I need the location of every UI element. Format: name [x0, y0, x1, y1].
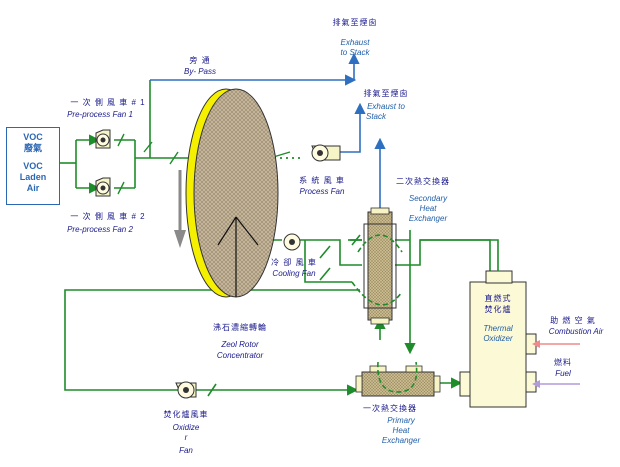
- primary-hx-label-en1: Primary: [387, 416, 415, 425]
- cooling-fan-label-zh: 冷 卻 風 車: [271, 258, 317, 267]
- secondary-hx-label-en3: Exchanger: [408, 214, 448, 223]
- pre-process-fan-1-icon: [95, 129, 111, 149]
- primary-heat-exchanger: [355, 361, 441, 397]
- secondary-hx-label-zh: 二次熱交換器: [396, 177, 450, 186]
- exhaust-mid-label-en2: Stack: [365, 112, 386, 121]
- process-fan-icon: [311, 144, 341, 162]
- combustion-air-label-zh: 助 燃 空 氣: [550, 316, 596, 325]
- process-fan-label-zh: 系 統 風 車: [299, 176, 345, 185]
- voc-line-1: VOC: [23, 132, 43, 142]
- cooling-fan-label-en: Cooling Fan: [272, 269, 316, 278]
- exhaust-top-label-en1: Exhaust: [340, 38, 370, 47]
- oxidizer-fan-icon: [175, 381, 197, 399]
- fan2-label-en: Pre-process Fan 2: [67, 225, 133, 234]
- fuel-label-en: Fuel: [555, 369, 571, 378]
- bypass-label-zh: 旁 通: [189, 56, 211, 65]
- oxidizer-label-en2: Oxidizer: [483, 334, 513, 343]
- inlet-piping: [60, 80, 210, 194]
- rotation-arrow-head: [174, 230, 186, 248]
- oxidizer-fan-label-en1: Oxidize: [172, 423, 200, 432]
- bypass-label-en: By- Pass: [183, 67, 216, 76]
- fan2-label-zh: 一 次 側 風 車 # 2: [70, 212, 146, 221]
- rotor-label-en2: Concentrator: [216, 351, 264, 360]
- oxidizer-label-en1: Thermal: [483, 324, 513, 333]
- oxidizer-fan-label-en3: Fan: [179, 446, 193, 455]
- combustion-air-arrowhead: [532, 340, 540, 348]
- primary-hx-label-zh: 一次熱交換器: [363, 404, 417, 413]
- rotor-label-zh: 沸石濃縮轉輪: [213, 323, 267, 332]
- secondary-hx-label-en1: Secondary: [408, 194, 448, 203]
- exhaust-mid-label-en1: Exhaust to: [367, 102, 405, 111]
- process-exhaust-line: [340, 102, 366, 153]
- pre-process-fan-2-icon: [95, 177, 111, 197]
- oxidizer-label-zh1: 直燃式: [484, 294, 512, 303]
- bypass-line: [150, 52, 360, 86]
- oxidizer-fan-piping: [64, 289, 463, 397]
- primary-hx-label-en3: Exchanger: [381, 436, 421, 445]
- fan1-label-zh: 一 次 側 風 車 # 1: [70, 98, 146, 107]
- voc-line-2: 廢氣: [23, 143, 42, 153]
- process-fan-label-en: Process Fan: [299, 187, 345, 196]
- voc-line-4: Laden: [19, 172, 47, 182]
- exhaust-mid-label-zh: 排氣至煙囪: [363, 89, 409, 98]
- oxidizer-fan-label-zh: 焚化爐風車: [163, 410, 209, 419]
- voc-line-5: Air: [26, 183, 40, 193]
- fan1-label-en: Pre-process Fan 1: [67, 110, 133, 119]
- oxidizer-label-zh2: 焚化爐: [484, 305, 512, 314]
- cooling-fan-icon: [283, 233, 301, 251]
- zeolite-rotor: [185, 88, 279, 298]
- exhaust-top-label-zh: 排氣至煙囪: [332, 18, 378, 27]
- combustion-air-label-en: Combustion Air: [548, 327, 604, 336]
- secondary-heat-exchanger: [351, 207, 403, 325]
- oxidizer-fan-label-en2: r: [184, 433, 188, 442]
- rotor-label-en1: Zeol Rotor: [221, 340, 259, 349]
- fuel-label-zh: 燃料: [554, 358, 572, 367]
- secondary-hx-label-en2: Heat: [419, 204, 437, 213]
- oxidizer-outlet-line: [420, 239, 499, 271]
- primary-hx-label-en2: Heat: [392, 426, 410, 435]
- thermal-oxidizer: [459, 270, 537, 408]
- voc-line-3: VOC: [23, 161, 43, 171]
- voc-inlet-box: VOC 廢氣 VOC Laden Air: [6, 127, 60, 205]
- fuel-arrowhead: [532, 380, 540, 388]
- exhaust-top-label-en2: to Stack: [340, 48, 370, 57]
- inlet-dampers: [117, 133, 179, 195]
